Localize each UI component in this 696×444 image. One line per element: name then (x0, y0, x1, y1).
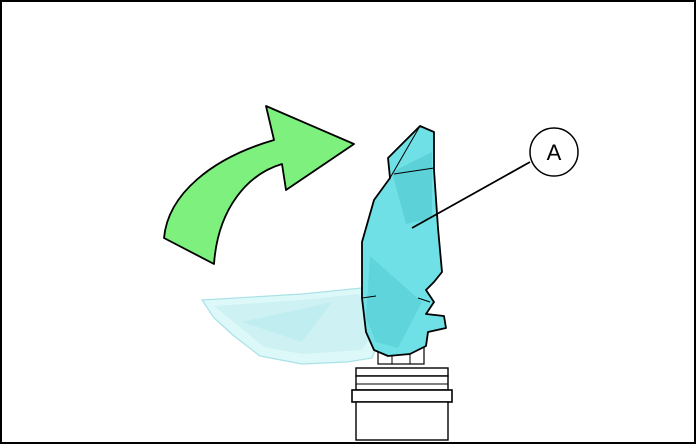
flip-cap (361, 125, 447, 357)
cap-ghost-position (200, 287, 383, 365)
curved-arrow-icon (163, 105, 355, 265)
bottle-top (351, 367, 453, 441)
callout-label: A (547, 140, 562, 165)
callout-leader-line (411, 161, 531, 229)
callout-a: A (529, 127, 579, 177)
